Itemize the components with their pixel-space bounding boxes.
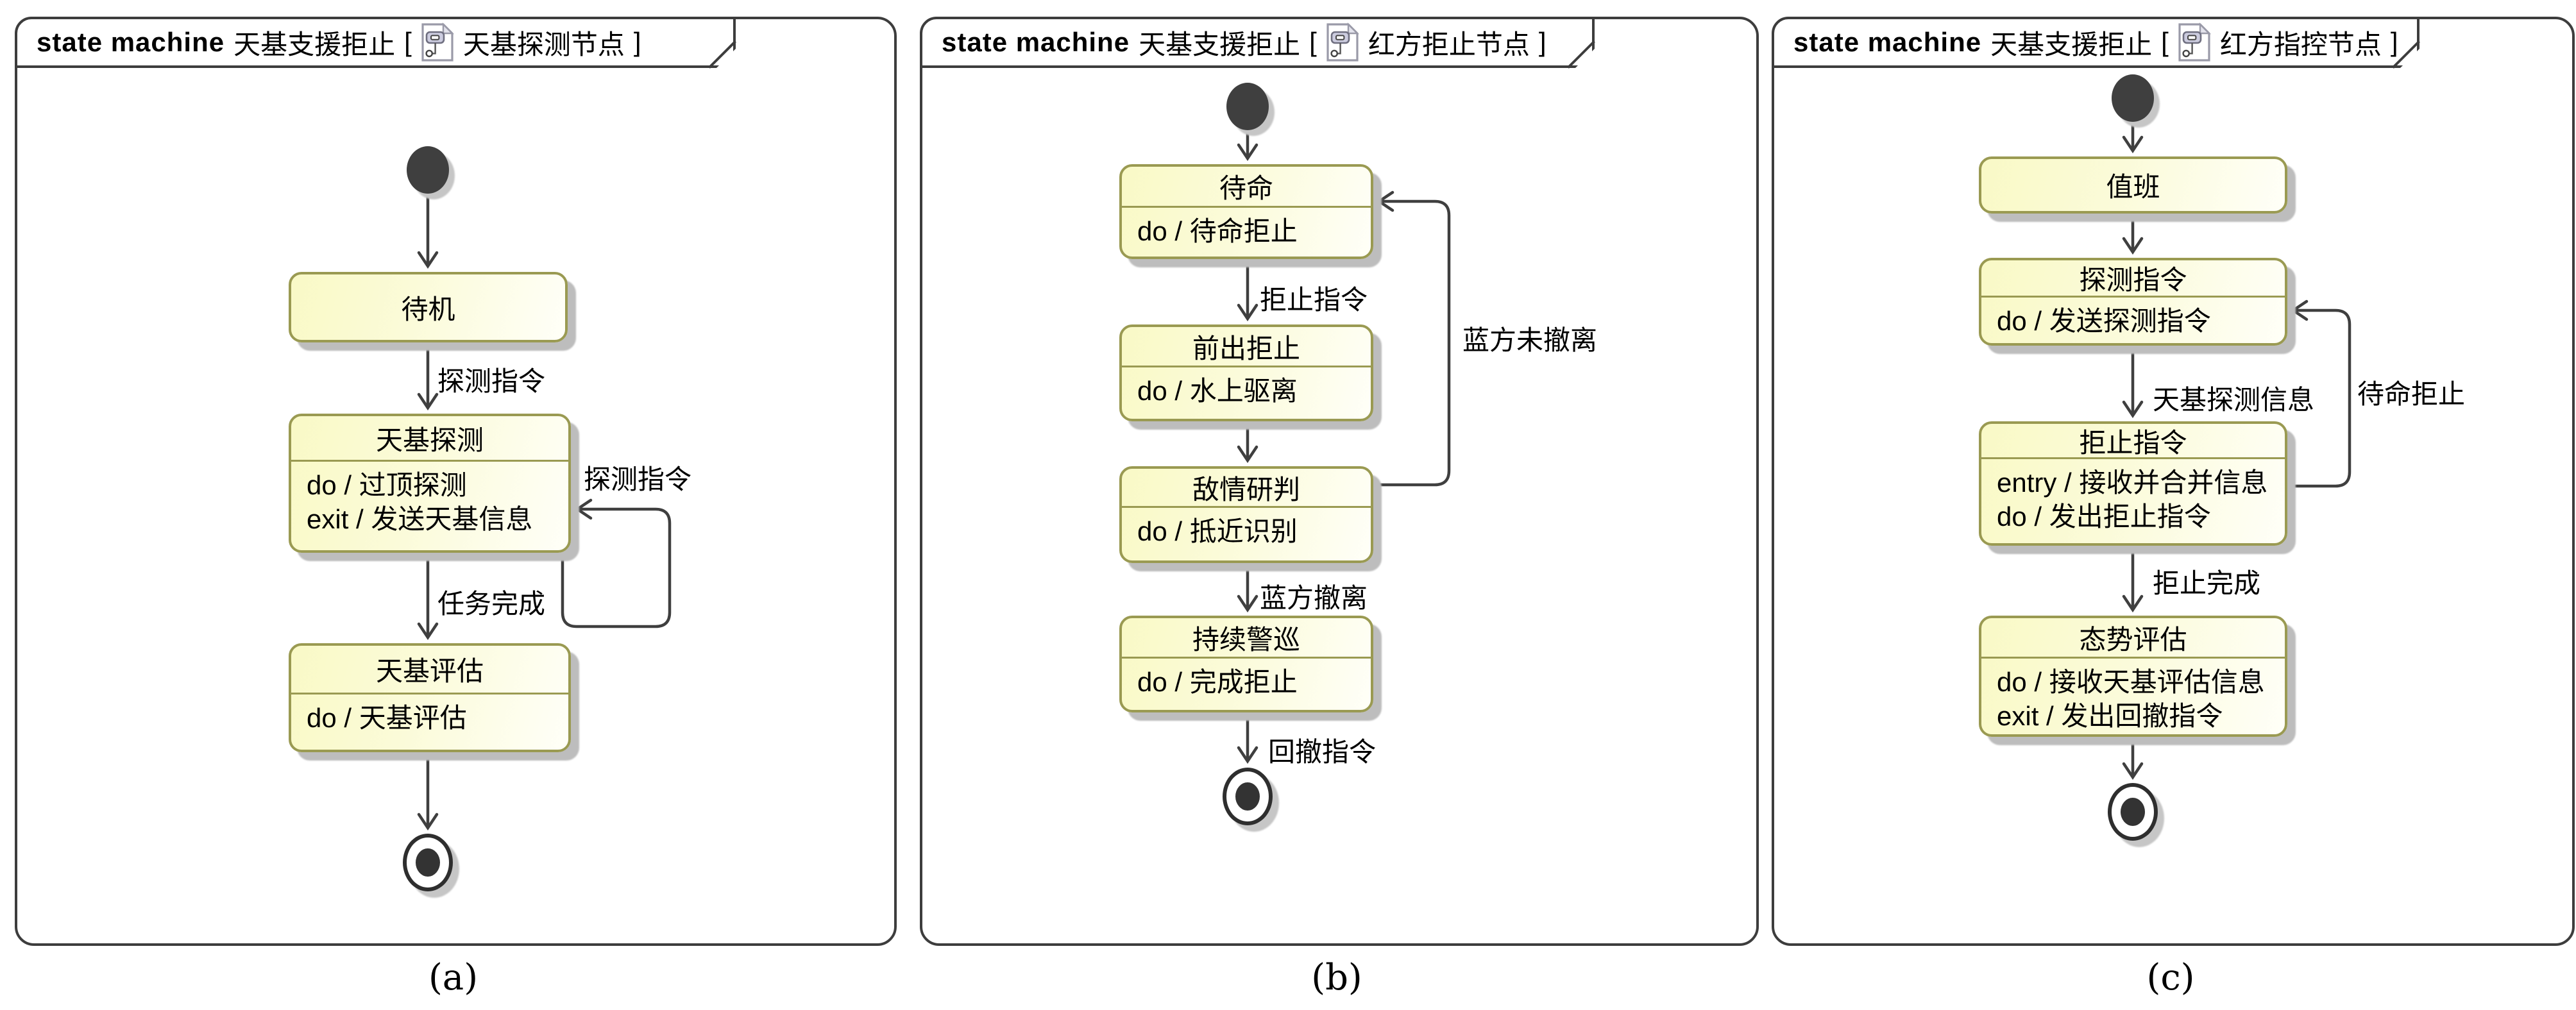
bracket-open: [ (2161, 27, 2169, 57)
uml-frame-c: state machine 天基支援拒止 [ 红方指控节点 ] (1772, 17, 2575, 946)
final-state-dot (2121, 798, 2145, 826)
final-state (1223, 768, 1273, 825)
final-state (2108, 783, 2158, 841)
final-state-dot (416, 848, 440, 877)
state-name: 前出拒止 (1122, 327, 1371, 367)
state-name: 天基评估 (291, 646, 568, 694)
state-activities: do / 待命拒止 (1122, 208, 1371, 255)
state-activities: do / 天基评估 (291, 694, 568, 741)
activity-line: do / 完成拒止 (1137, 667, 1298, 697)
state-name: 探测指令 (1981, 260, 2285, 298)
uml-frame-a: state machine 天基支援拒止 [ 天基探测节点 ] (15, 17, 897, 946)
state-machine-diagram-icon (2178, 22, 2211, 62)
transition-label-blue-withdrawn: 蓝方撤离 (1260, 583, 1368, 613)
initial-state (407, 146, 449, 194)
activity-line: do / 抵近识别 (1137, 516, 1298, 546)
transition-label-standby-denial: 待命拒止 (2357, 379, 2466, 409)
state-name: 值班 (2106, 172, 2160, 202)
state-space-assessment: 天基评估 do / 天基评估 (289, 643, 571, 752)
frame-title: 天基支援拒止 (233, 29, 396, 60)
state-detection-order: 探测指令 do / 发送探测指令 (1979, 258, 2287, 346)
transition-label-blue-not-withdrawn: 蓝方未撤离 (1462, 325, 1598, 355)
state-enemy-assessment: 敌情研判 do / 抵近识别 (1119, 466, 1373, 563)
initial-state (1226, 83, 1269, 130)
state-name: 持续警巡 (1122, 618, 1371, 659)
final-state (403, 834, 453, 891)
frame-tab-b: state machine 天基支援拒止 [ 红方拒止节点 ] (920, 17, 1595, 68)
bracket-close: ] (2390, 27, 2398, 57)
activity-line: do / 过顶探测 (307, 470, 467, 500)
caption-a: (a) (428, 957, 479, 998)
bracket-open: [ (404, 27, 412, 57)
activity-line: entry / 接收并合并信息 (1997, 467, 2268, 498)
transition-label-denial-order: 拒止指令 (1260, 285, 1368, 315)
state-continuous-patrol: 持续警巡 do / 完成拒止 (1119, 616, 1373, 712)
activity-line: do / 接收天基评估信息 (1997, 667, 2265, 697)
state-name: 敌情研判 (1122, 469, 1371, 508)
uml-frame-b: state machine 天基支援拒止 [ 红方拒止节点 ] (920, 17, 1759, 946)
state-situation-assessment: 态势评估 do / 接收天基评估信息 exit / 发出回撤指令 (1979, 616, 2287, 737)
tab-corner-cut (708, 40, 736, 69)
state-name: 待命 (1122, 167, 1371, 208)
bracket-close: ] (633, 27, 641, 57)
frame-node-name: 红方拒止节点 (1368, 29, 1530, 60)
state-standby: 待机 (289, 272, 568, 342)
state-activities: do / 水上驱离 (1122, 367, 1371, 414)
frame-tab-c: state machine 天基支援拒止 [ 红方指控节点 ] (1772, 17, 2419, 68)
initial-state (2112, 74, 2154, 122)
frame-keyword: state machine (1793, 27, 1982, 57)
activity-line: do / 水上驱离 (1137, 376, 1298, 406)
state-activities: do / 过顶探测 exit / 发送天基信息 (291, 462, 568, 543)
activity-line: exit / 发出回撤指令 (1997, 701, 2223, 731)
caption-c: (c) (2146, 957, 2195, 998)
state-await-orders: 待命 do / 待命拒止 (1119, 164, 1373, 259)
activity-line: do / 天基评估 (307, 703, 467, 733)
state-denial-order: 拒止指令 entry / 接收并合并信息 do / 发出拒止指令 (1979, 421, 2287, 546)
transition-label-detect-order: 探测指令 (437, 366, 546, 396)
activity-line: exit / 发送天基信息 (307, 504, 533, 534)
state-activities: entry / 接收并合并信息 do / 发出拒止指令 (1981, 459, 2285, 540)
tab-corner-cut (1567, 40, 1595, 69)
state-activities: do / 发送探测指令 (1981, 298, 2285, 344)
activity-line: do / 待命拒止 (1137, 216, 1298, 246)
state-name: 态势评估 (1981, 618, 2285, 659)
state-name: 拒止指令 (1981, 424, 2285, 459)
transition-label-space-detect-info: 天基探测信息 (2153, 385, 2315, 415)
activity-line: do / 发送探测指令 (1997, 306, 2211, 336)
frame-node-name: 天基探测节点 (462, 29, 625, 60)
frame-node-name: 红方指控节点 (2219, 29, 2382, 60)
state-activities: do / 抵近识别 (1122, 508, 1371, 555)
frame-keyword: state machine (37, 27, 225, 57)
frame-tab-a: state machine 天基支援拒止 [ 天基探测节点 ] (15, 17, 736, 68)
frame-title: 天基支援拒止 (1139, 29, 1301, 60)
state-forward-denial: 前出拒止 do / 水上驱离 (1119, 324, 1373, 421)
caption-b: (b) (1311, 957, 1362, 998)
state-activities: do / 完成拒止 (1122, 659, 1371, 705)
state-name: 待机 (401, 294, 455, 324)
state-space-detection: 天基探测 do / 过顶探测 exit / 发送天基信息 (289, 414, 571, 553)
activity-line: do / 发出拒止指令 (1997, 501, 2211, 532)
frame-keyword: state machine (942, 27, 1130, 57)
transition-label-detect-order-loop: 探测指令 (584, 464, 692, 494)
transition-label-task-complete: 任务完成 (437, 589, 546, 619)
bracket-open: [ (1309, 27, 1317, 57)
transition-label-withdraw-order: 回撤指令 (1268, 737, 1377, 767)
state-on-duty: 值班 (1979, 156, 2287, 214)
transition-label-denial-complete: 拒止完成 (2153, 568, 2261, 598)
state-machine-diagram-icon (421, 22, 454, 62)
state-machine-diagram-icon (1326, 22, 1359, 62)
frame-title: 天基支援拒止 (1990, 29, 2153, 60)
state-name: 天基探测 (291, 416, 568, 462)
state-activities: do / 接收天基评估信息 exit / 发出回撤指令 (1981, 659, 2285, 739)
final-state-dot (1235, 782, 1260, 811)
bracket-close: ] (1538, 27, 1546, 57)
